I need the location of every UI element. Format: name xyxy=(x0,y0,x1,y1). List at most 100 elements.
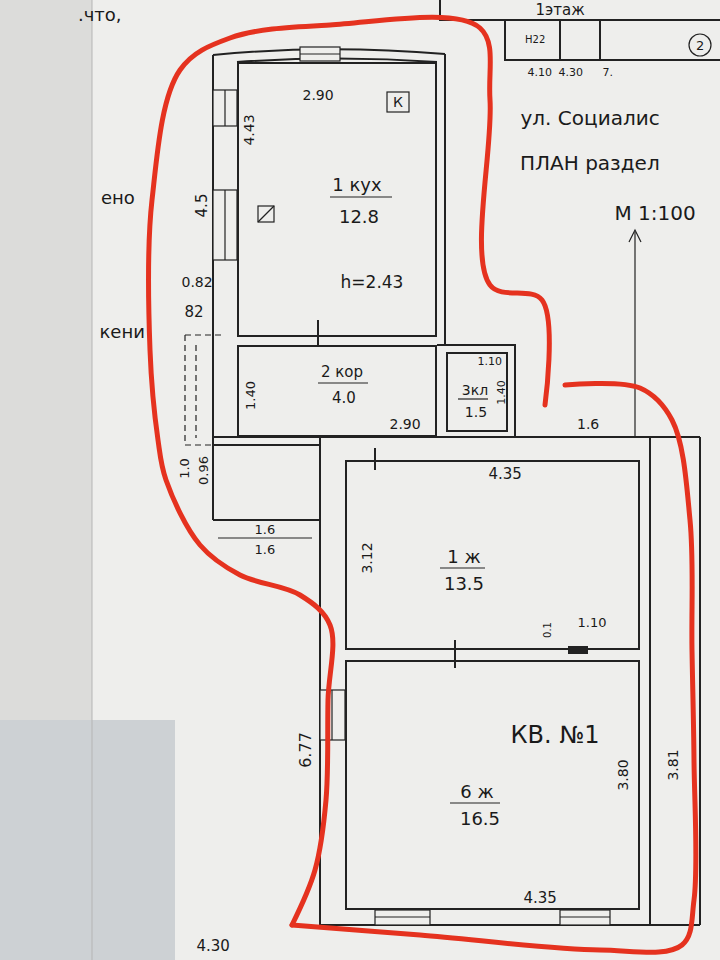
plan-label: кени xyxy=(100,323,145,341)
room-figure: h=2.43 xyxy=(341,274,404,291)
dimension-vertical: 3.12 xyxy=(359,542,373,573)
plan-label: 82 xyxy=(185,305,204,320)
wall xyxy=(213,519,320,521)
wall xyxy=(699,437,701,925)
room-name: 6 ж xyxy=(460,783,493,801)
plan-label: 2 xyxy=(696,39,704,52)
room-name: 1 кух xyxy=(332,176,381,194)
wall xyxy=(213,444,320,446)
window xyxy=(560,910,610,925)
plan-label: 4.30 xyxy=(559,67,584,78)
fraction-line xyxy=(450,802,500,803)
dimension-vertical: 0.96 xyxy=(196,456,209,485)
wall xyxy=(437,345,515,437)
plan-label: К xyxy=(393,95,403,109)
window xyxy=(300,47,340,61)
room-name: 1 ж xyxy=(447,548,480,566)
vent-symbol xyxy=(258,206,274,222)
door-mark xyxy=(317,320,319,345)
plan-label: 4.35 xyxy=(489,467,522,482)
neighbour-plan xyxy=(505,20,720,60)
plan-label: 1.6 xyxy=(577,417,599,431)
window xyxy=(375,910,430,925)
plan-label: 7. xyxy=(603,67,614,78)
wall xyxy=(320,437,700,925)
plan-label: Н22 xyxy=(525,35,545,45)
plan-label: 4.30 xyxy=(197,939,230,954)
plan-label: КВ. №1 xyxy=(511,723,600,747)
plan-label: ено xyxy=(101,189,135,207)
room-box: 6 ж 16.5 xyxy=(345,660,640,910)
windows xyxy=(213,47,610,925)
plan-label: 1.6 xyxy=(255,523,276,536)
fraction-line xyxy=(330,196,392,197)
dimension-vertical: 1.40 xyxy=(495,380,506,405)
red-outline xyxy=(148,17,549,925)
dashed-outline xyxy=(185,335,222,445)
dimension-vertical: 3.81 xyxy=(665,749,679,780)
plan-label: 0.82 xyxy=(182,275,213,289)
wall xyxy=(649,437,651,925)
dimension-vertical: 6.77 xyxy=(298,732,314,768)
neighbour-plan xyxy=(559,20,561,60)
section-arrow xyxy=(634,232,635,437)
stove-symbol xyxy=(568,646,588,654)
table-corner xyxy=(0,720,175,960)
vent-symbol xyxy=(258,206,274,222)
plan-label: М 1:100 xyxy=(615,203,696,223)
fraction-line xyxy=(458,398,488,399)
room-figure: 13.5 xyxy=(444,575,484,593)
window xyxy=(331,690,332,740)
paper-edge xyxy=(92,0,93,960)
window xyxy=(224,90,225,126)
plan-label: 1.10 xyxy=(578,616,607,629)
plan-label: 1этаж xyxy=(536,3,585,18)
room-figure: 16.5 xyxy=(460,810,500,828)
room-figure: 4.0 xyxy=(332,391,356,406)
k-box xyxy=(387,92,409,112)
room-figure: 12.8 xyxy=(339,208,379,226)
window xyxy=(375,916,430,917)
room-name: 2 кор xyxy=(321,365,363,380)
window xyxy=(300,53,340,54)
plan-label: .что, xyxy=(78,6,122,24)
section-arrow xyxy=(629,230,641,242)
plan-label: 2.90 xyxy=(303,88,334,102)
window xyxy=(320,690,345,740)
dimension-line xyxy=(218,537,312,538)
dimension-vertical: 1.40 xyxy=(243,381,256,410)
dimension-vertical: 4.43 xyxy=(241,114,255,145)
wall xyxy=(444,54,446,345)
dashed-outline xyxy=(195,345,196,438)
plan-label: 4.10 xyxy=(528,67,553,78)
walls xyxy=(213,0,720,925)
red-outline xyxy=(292,383,696,952)
dimension-vertical: 0.1 xyxy=(543,622,553,638)
door-mark xyxy=(454,640,456,668)
plan-label: 4.35 xyxy=(524,891,557,906)
entry-dashes xyxy=(185,335,222,445)
door-mark xyxy=(374,448,376,470)
dimension-vertical: 3.80 xyxy=(615,759,629,790)
fraction-line xyxy=(440,567,485,568)
window xyxy=(213,190,237,260)
neighbour-plan xyxy=(599,20,601,60)
plan-label: 2.90 xyxy=(390,417,421,431)
symbols xyxy=(218,34,711,803)
callout-circle xyxy=(689,34,711,56)
dimension-vertical: 4.5 xyxy=(195,193,210,217)
window xyxy=(560,916,610,917)
window xyxy=(213,90,237,126)
room-name: 3кл xyxy=(462,383,488,397)
window xyxy=(224,190,225,260)
plan-label: 1.6 xyxy=(255,543,276,556)
plan-label: 1.10 xyxy=(478,356,503,367)
fraction-line xyxy=(318,382,368,383)
room-box: 1 кух 12.8 h=2.43 xyxy=(237,62,437,337)
plan-label: ул. Социалис xyxy=(521,108,660,128)
dimension-vertical: 1.0 xyxy=(177,458,190,479)
title-frame xyxy=(440,0,680,20)
room-figure: 1.5 xyxy=(465,405,487,419)
